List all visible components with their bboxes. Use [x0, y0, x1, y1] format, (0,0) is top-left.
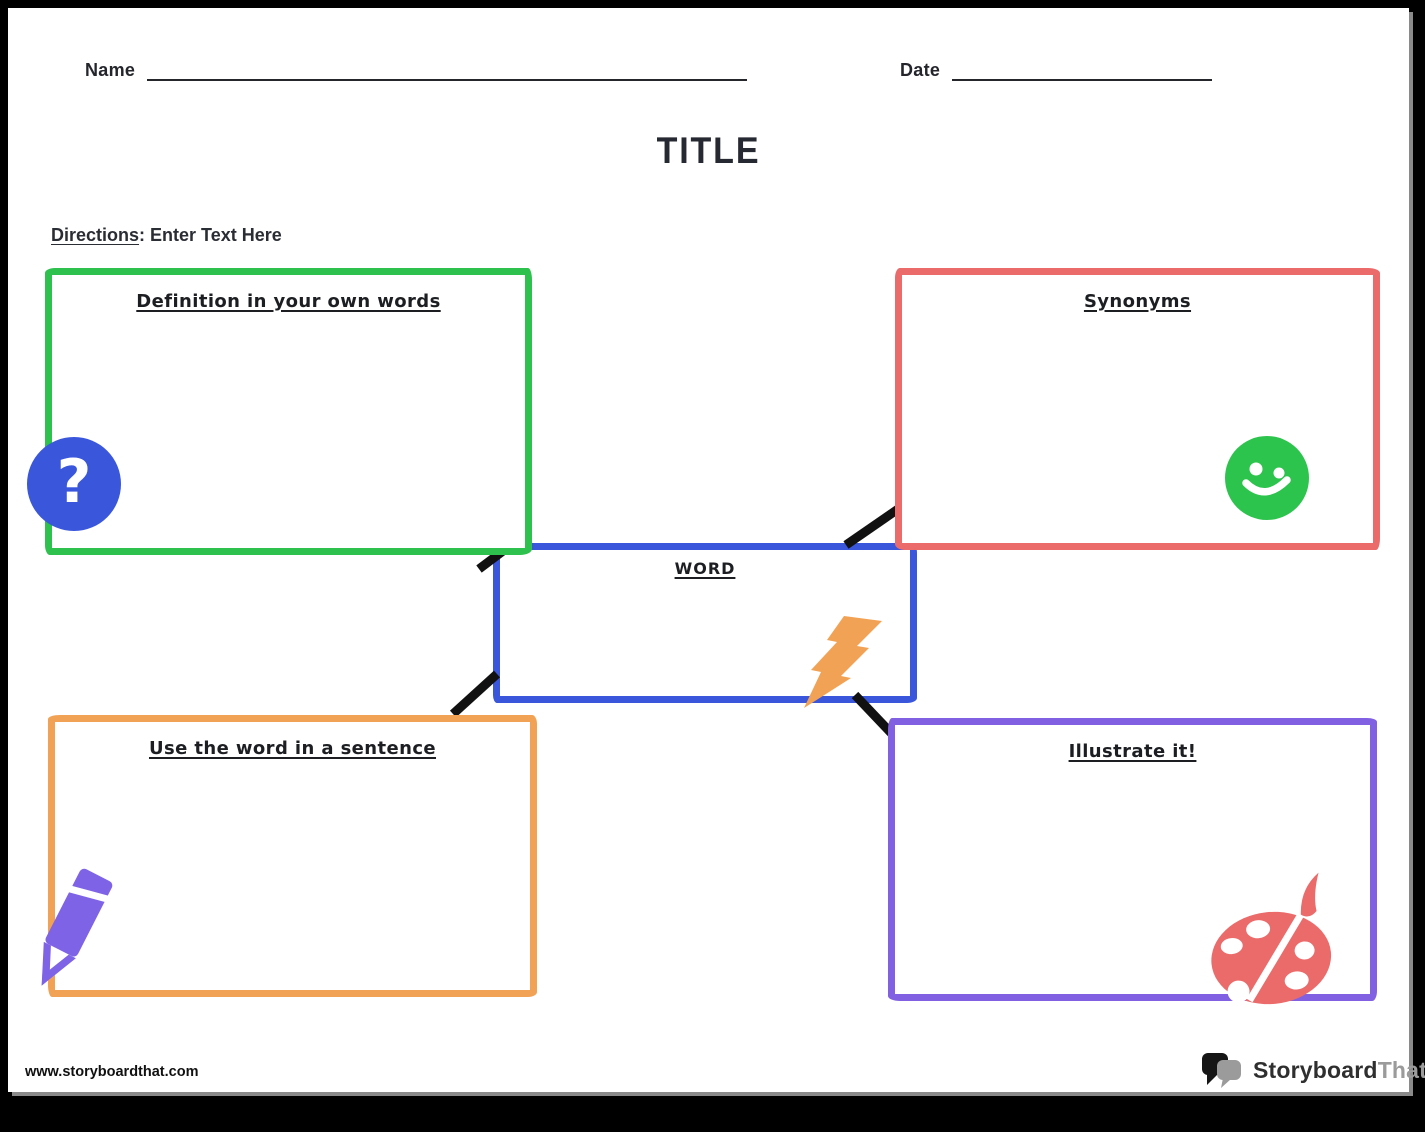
worksheet-sheet: Name Date TITLE Directions: Enter Text H… — [8, 8, 1425, 1092]
date-input-line[interactable] — [952, 57, 1213, 81]
date-row: Date — [900, 57, 1213, 81]
date-label: Date — [900, 60, 941, 80]
page-title: TITLE — [656, 130, 761, 171]
word-box-label: WORD — [674, 559, 736, 578]
lightning-bolt-icon — [804, 616, 882, 708]
storyboardthat-logo: StoryboardThat — [1200, 1046, 1425, 1094]
smiley-face-icon — [1225, 436, 1309, 520]
footer-url: www.storyboardthat.com — [25, 1064, 199, 1080]
question-mark-icon: ? — [27, 437, 121, 531]
logo-text-that: That — [1377, 1056, 1425, 1083]
sentence-box[interactable]: Use the word in a sentence — [48, 715, 537, 997]
pencil-icon — [41, 868, 113, 986]
definition-box-label: Definition in your own words — [136, 291, 441, 312]
illustrate-box-label: Illustrate it! — [1068, 741, 1197, 762]
definition-box[interactable]: Definition in your own words — [45, 268, 532, 555]
directions-text: : Enter Text Here — [139, 225, 282, 245]
paint-palette-icon — [1211, 872, 1332, 1005]
directions-label: Directions — [51, 225, 140, 245]
logo-text-storyboard: Storyboard — [1253, 1056, 1378, 1083]
synonyms-box-label: Synonyms — [1083, 291, 1192, 312]
question-mark-glyph: ? — [56, 447, 92, 517]
name-label: Name — [85, 60, 136, 80]
speech-bubbles-icon — [1202, 1053, 1241, 1088]
directions: Directions: Enter Text Here — [51, 225, 282, 246]
name-row: Name — [85, 57, 748, 81]
logo-text: StoryboardThat — [1253, 1057, 1425, 1084]
name-input-line[interactable] — [147, 57, 748, 81]
sentence-box-label: Use the word in a sentence — [148, 738, 437, 759]
